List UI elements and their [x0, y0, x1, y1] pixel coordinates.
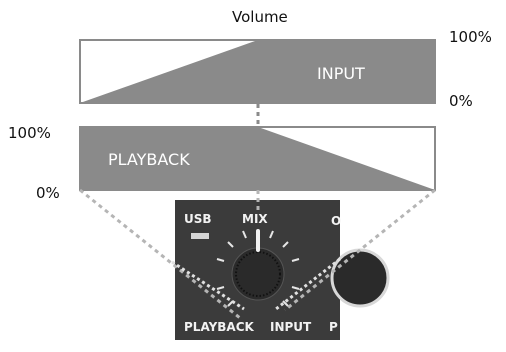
range-arc-lines: [171, 257, 341, 311]
mix-label: MIX: [242, 212, 268, 226]
mix-knob[interactable]: [231, 247, 285, 301]
playback-max-label: 100%: [8, 124, 51, 142]
input-volume-ramp: [80, 40, 435, 103]
playback-volume-ramp: [80, 127, 435, 190]
panel-cut-label-bottom: P: [329, 320, 338, 334]
mix-knob-grip: [235, 251, 281, 297]
input-min-label: 0%: [449, 92, 473, 110]
input-graph-label: INPUT: [317, 64, 365, 83]
mix-knob-ticks: [216, 230, 300, 307]
playback-min-label: 0%: [36, 184, 60, 202]
neighbor-knob: [330, 248, 390, 308]
volume-title: Volume: [232, 8, 288, 26]
playback-graph-label: PLAYBACK: [108, 150, 190, 169]
mapping-lines: [79, 188, 436, 320]
panel-input-label: INPUT: [270, 320, 312, 334]
usb-label: USB: [184, 212, 212, 226]
panel-cut-label-top: O: [331, 214, 342, 228]
panel-playback-label: PLAYBACK: [184, 320, 254, 334]
input-max-label: 100%: [449, 28, 492, 46]
usb-led: [191, 233, 209, 239]
